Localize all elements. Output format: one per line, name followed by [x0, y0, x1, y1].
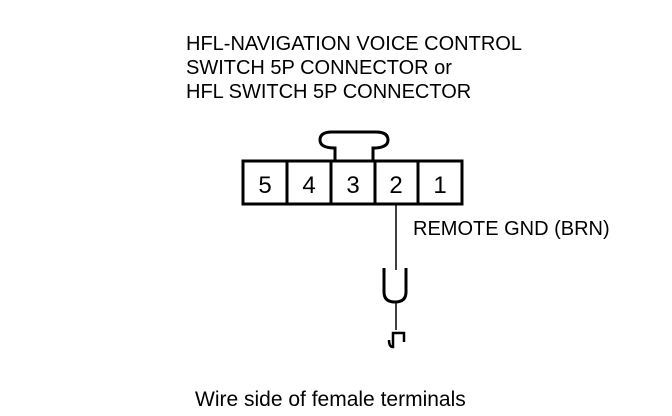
connector-title: HFL-NAVIGATION VOICE CONTROL SWITCH 5P C…	[186, 32, 522, 104]
caption: Wire side of female terminals	[195, 388, 466, 411]
pin-3-label: 3	[346, 172, 359, 199]
pin-4-label: 4	[302, 172, 315, 199]
title-line-3: HFL SWITCH 5P CONNECTOR	[186, 81, 472, 103]
connector-latch	[318, 130, 390, 162]
title-line-1: HFL-NAVIGATION VOICE CONTROL	[186, 33, 522, 55]
pin-1-label: 1	[433, 172, 446, 199]
title-line-2: SWITCH 5P CONNECTOR or	[186, 57, 452, 79]
wire-label: REMOTE GND (BRN)	[413, 218, 610, 240]
terminal-probe-icon	[382, 268, 408, 304]
connector-body	[241, 159, 464, 206]
ground-icon	[387, 331, 406, 349]
pin-2-label: 2	[389, 172, 402, 199]
connector-dividers	[285, 161, 420, 204]
pin-5-label: 5	[258, 172, 271, 199]
